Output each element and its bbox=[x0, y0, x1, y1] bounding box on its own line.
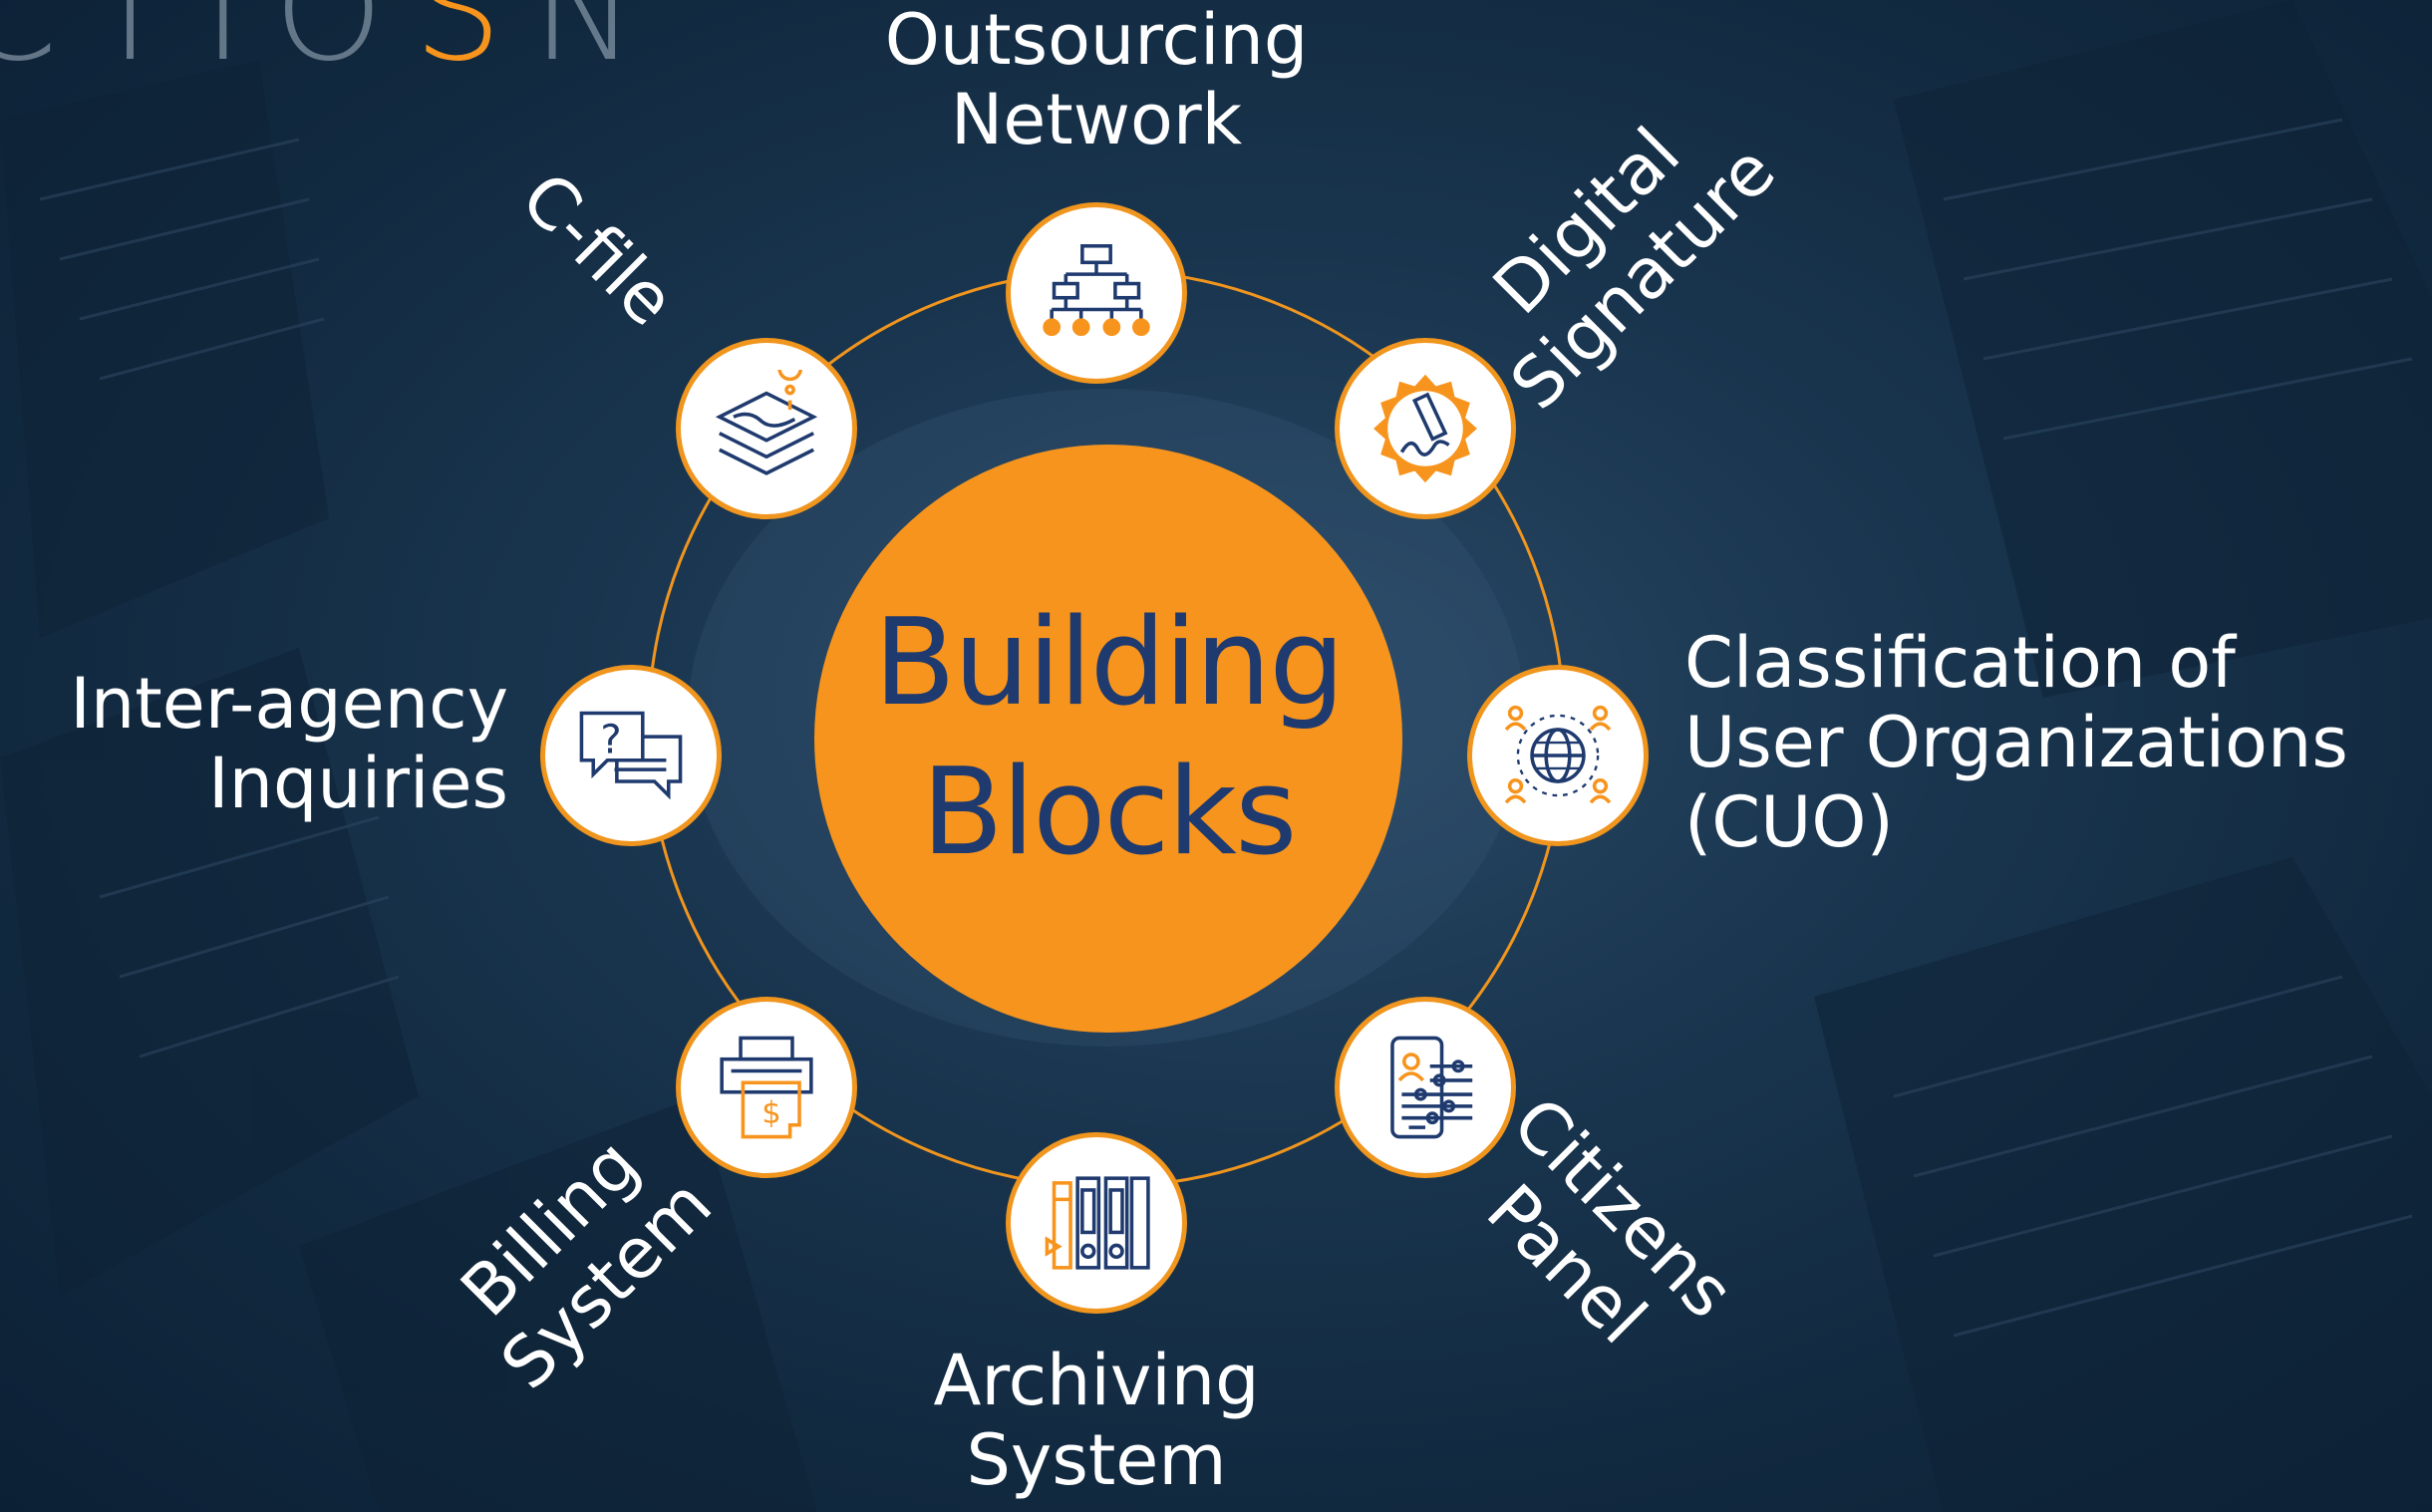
org-chart-icon bbox=[1043, 244, 1150, 337]
hub-title: Building Blocks bbox=[873, 594, 1346, 882]
map-layers-icon bbox=[715, 370, 818, 475]
node-citizens-panel[interactable] bbox=[1335, 997, 1516, 1178]
node-outsourcing-network[interactable] bbox=[1006, 202, 1187, 384]
node-c-file[interactable] bbox=[676, 338, 857, 519]
svg-text:?: ? bbox=[600, 718, 621, 763]
svg-text:$: $ bbox=[761, 1095, 781, 1130]
binders-icon bbox=[1045, 1176, 1150, 1270]
chat-question-icon: ? bbox=[579, 711, 683, 800]
globe-users-icon bbox=[1504, 705, 1612, 804]
brand-logo: CTIOSN bbox=[0, 0, 667, 93]
node-billing-system[interactable]: $ bbox=[676, 997, 857, 1178]
pen-seal-icon bbox=[1373, 374, 1477, 483]
node-cuo[interactable] bbox=[1467, 665, 1649, 846]
node-inter-agency-inquiries[interactable]: ? bbox=[540, 665, 722, 846]
central-hub: Building Blocks bbox=[814, 445, 1402, 1033]
node-digital-signature[interactable] bbox=[1335, 338, 1516, 519]
mobile-profile-icon bbox=[1390, 1036, 1473, 1139]
node-archiving-system[interactable] bbox=[1006, 1132, 1187, 1314]
printer-dollar-icon: $ bbox=[720, 1036, 813, 1139]
